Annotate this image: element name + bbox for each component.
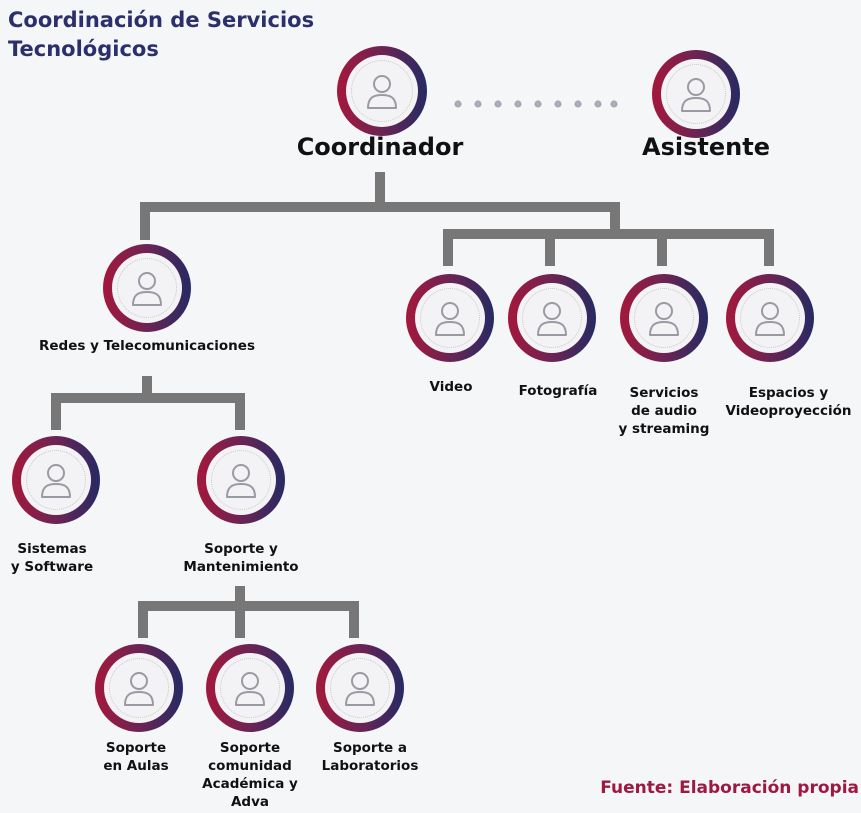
- source-note: Fuente: Elaboración propia: [600, 778, 859, 798]
- person-icon: [537, 302, 567, 336]
- person-icon: [681, 78, 711, 112]
- sistemas-label: Sistemas y Software: [10, 541, 94, 575]
- person-icon: [435, 302, 465, 336]
- soporte-laboratorios-label: Soporte a Laboratorios: [321, 740, 419, 774]
- person-icon: [649, 302, 679, 336]
- redes-node: [103, 244, 191, 332]
- person-icon: [132, 272, 162, 306]
- soporte-mantenimiento-node: [197, 436, 285, 524]
- person-icon: [226, 464, 256, 498]
- dotted-line-coordinador-asistente: [454, 100, 618, 108]
- coordinador-node: [337, 46, 427, 136]
- audio-node: [620, 274, 708, 362]
- person-icon: [367, 75, 397, 109]
- audio-label: Servicios de audio y streaming: [618, 385, 710, 437]
- redes-label: Redes y Telecomunicaciones: [39, 338, 255, 354]
- soporte-aulas-label: Soporte en Aulas: [103, 740, 169, 774]
- soporte-laboratorios-node: [316, 644, 404, 732]
- page-title: Coordinación de Servicios Tecnológicos: [8, 8, 315, 61]
- person-icon: [235, 672, 265, 706]
- asistente-label: Asistente: [642, 133, 770, 161]
- person-icon: [345, 672, 375, 706]
- person-icon: [124, 672, 154, 706]
- coordinador-label: Coordinador: [296, 133, 464, 161]
- asistente-node: [652, 50, 740, 138]
- espacios-node: [726, 274, 814, 362]
- soporte-mantenimiento-label: Soporte y Mantenimiento: [183, 541, 299, 575]
- fotografia-node: [508, 274, 596, 362]
- fotografia-label: Fotografía: [518, 383, 598, 399]
- soporte-comunidad-node: [206, 644, 294, 732]
- soporte-comunidad-label: Soporte comunidad Académica y Adva: [202, 740, 298, 810]
- person-icon: [755, 302, 785, 336]
- soporte-aulas-node: [95, 644, 183, 732]
- sistemas-node: [12, 436, 100, 524]
- video-node: [406, 274, 494, 362]
- espacios-label: Espacios y Videoproyección: [725, 385, 852, 419]
- person-icon: [41, 464, 71, 498]
- video-label: Video: [429, 379, 473, 395]
